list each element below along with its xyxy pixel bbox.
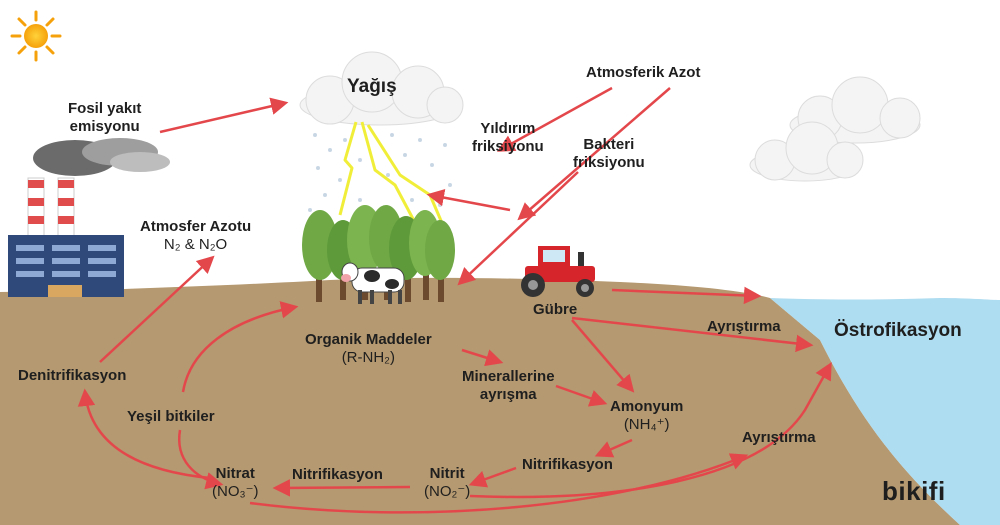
label-fossil-line2: emisyonu (69, 118, 140, 135)
label-lightning-fixation: Yıldırım friksiyonu (472, 120, 544, 156)
label-mineralization: Minerallerine ayrışma (462, 368, 555, 404)
label-atmos-azot-title: Atmosfer Azotu (140, 218, 252, 235)
factory-smoke (33, 138, 170, 176)
label-eutrophication: Östrofikasyon (834, 320, 962, 341)
factory-building (8, 235, 124, 297)
label-mineral-line1: Minerallerine (462, 368, 555, 385)
label-nitrite: Nitrit (NO₂⁻) (424, 465, 470, 501)
label-nitrite-line1: Nitrit (429, 465, 465, 482)
label-atmosphere-nitrogen-gas: Atmosfer Azotu N₂ & N₂O (140, 218, 251, 254)
label-lightning-line2: friksiyonu (472, 138, 544, 155)
tractor-icon (521, 246, 595, 297)
rain-drops (308, 133, 452, 212)
label-nitrification-right: Nitrifikasyon (522, 456, 613, 473)
label-bacteria-line2: friksiyonu (573, 154, 645, 171)
factory-chimneys (27, 177, 75, 239)
label-ammonium: Amonyum (NH₄⁺) (610, 398, 683, 434)
sun-icon (10, 10, 62, 62)
label-organic-line2: (R-NH₂) (341, 349, 395, 366)
lightning-bolts (338, 121, 447, 233)
cloud-right (749, 76, 921, 182)
label-lightning-line1: Yıldırım (480, 120, 536, 137)
label-denitrification: Denitrifikasyon (18, 367, 127, 384)
cow-icon (341, 262, 405, 304)
label-fertilizer: Gübre (533, 301, 578, 318)
label-nitrate-line1: Nitrat (215, 465, 255, 482)
label-organic-line1: Organik Maddeler (305, 331, 432, 348)
label-bacteria-line1: Bakteri (583, 136, 635, 153)
label-mineral-line2: ayrışma (479, 386, 537, 403)
rain-cloud (299, 51, 464, 126)
label-ammonium-line2: (NH₄⁺) (623, 416, 670, 433)
label-nitrate-line2: (NO₃⁻) (212, 483, 259, 500)
label-organic-matter: Organik Maddeler (R-NH₂) (305, 331, 432, 367)
label-ammonium-line1: Amonyum (610, 398, 684, 415)
label-decomposition-bottom: Ayrıştırma (742, 429, 816, 446)
label-nitrate: Nitrat (NO₃⁻) (212, 465, 259, 501)
label-nitrite-line2: (NO₂⁻) (424, 483, 471, 500)
label-decomposition-top: Ayrıştırma (707, 318, 781, 335)
label-green-plants: Yeşil bitkiler (127, 408, 215, 425)
label-fossil-line1: Fosil yakıt (68, 100, 142, 117)
label-rain: Yağış (347, 76, 397, 97)
soil-ground (0, 277, 960, 525)
label-fossil-emission: Fosil yakıt emisyonu (68, 100, 141, 136)
label-atmos-azot-formula: N₂ & N₂O (163, 236, 228, 253)
water-body (770, 298, 1000, 525)
label-bacteria-fixation: Bakteri friksiyonu (573, 136, 645, 172)
cycle-arrows (77, 86, 832, 514)
label-atmospheric-nitrogen: Atmosferik Azot (586, 64, 701, 81)
label-nitrification-left: Nitrifikasyon (292, 466, 383, 483)
brand-logo: bikifi (882, 476, 946, 506)
